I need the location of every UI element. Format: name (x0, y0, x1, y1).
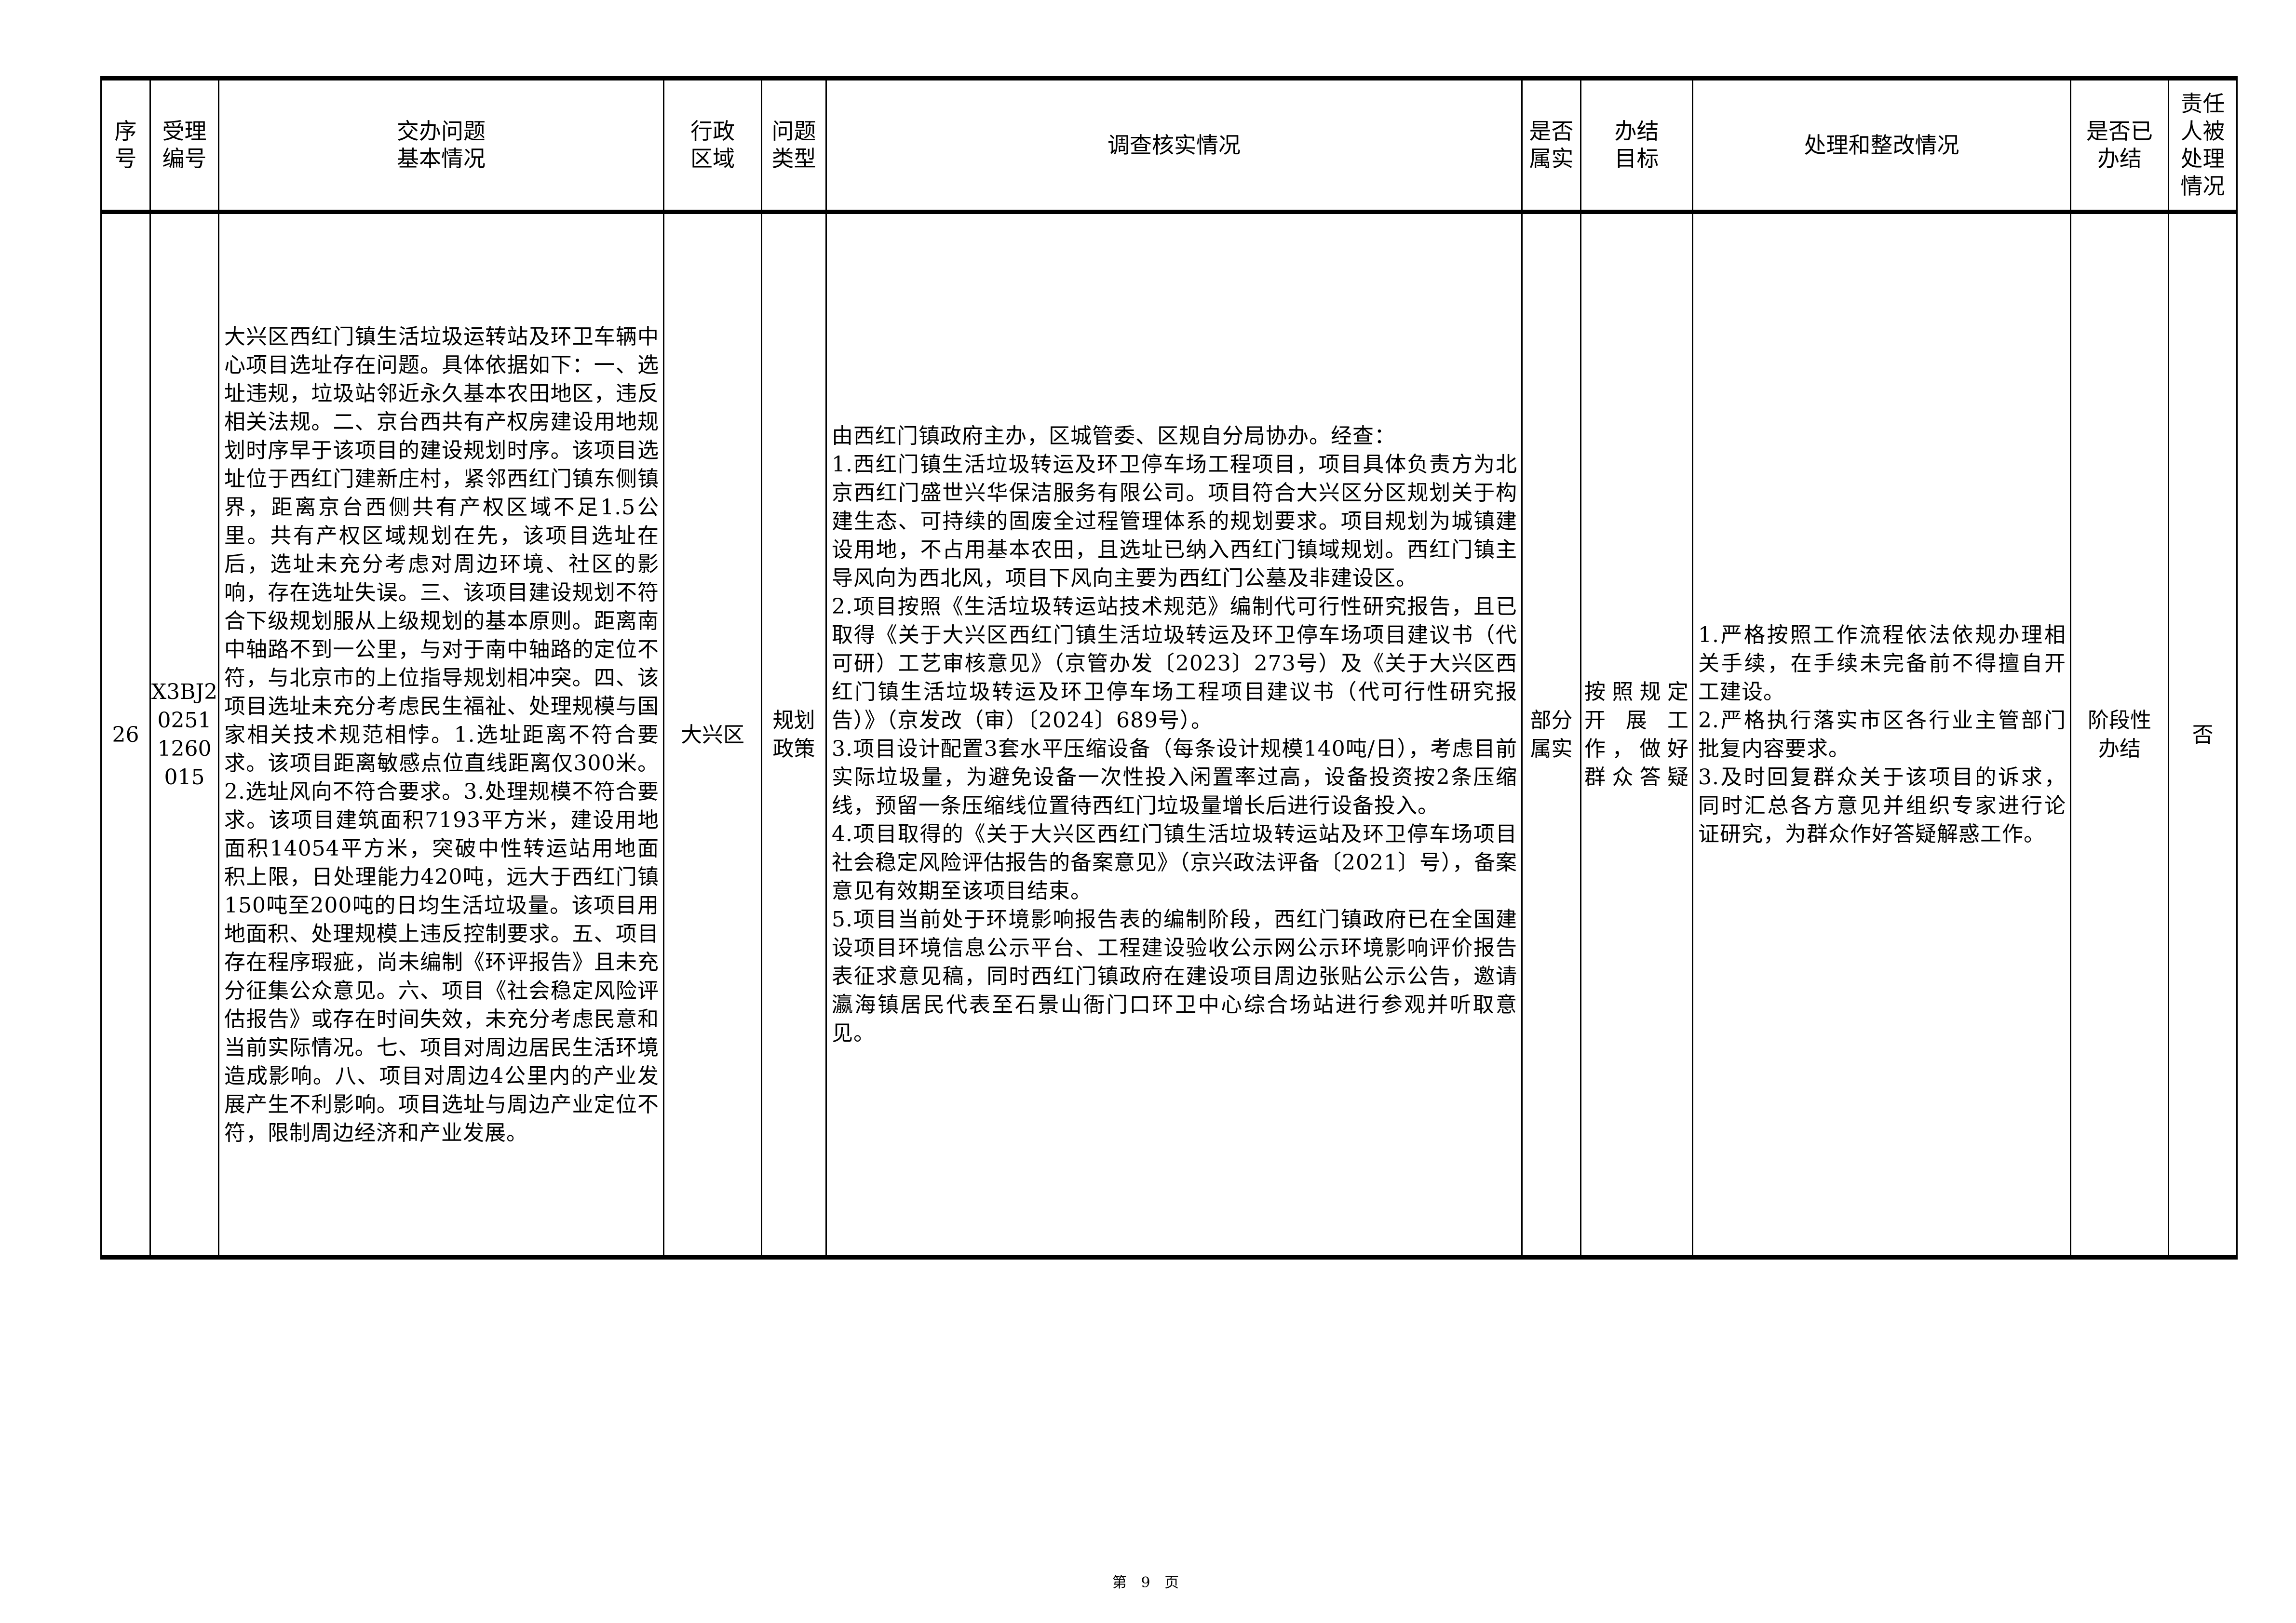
investigation-para: 4.项目取得的《关于大兴区西红门镇生活垃圾转运站及环卫停车场项目社会稳定风险评估… (832, 822, 1517, 903)
header-is-closed: 是否已 办结 (2070, 78, 2169, 214)
header-accountability: 责任 人被 处理 情况 (2168, 78, 2238, 214)
investigation-text: 由西红门镇政府主办，区城管委、区规自分局协办。经查： 1.西红门镇生活垃圾转运及… (827, 422, 1521, 1047)
header-investigation: 调查核实情况 (825, 78, 1523, 214)
table-header-row: 序 号 受理 编号 交办问题 基本情况 行政 区域 问题 类型 (100, 78, 2238, 214)
cell-goal: 按照规定开展工作，做好群众答疑 (1580, 212, 1693, 1258)
investigation-para: 由西红门镇政府主办，区城管委、区规自分局协办。经查： (832, 424, 1396, 448)
cell-accountability: 否 (2168, 212, 2238, 1258)
is-true-text: 部分属实 (1530, 708, 1573, 761)
cell-description: 大兴区西红门镇生活垃圾运转站及环卫车辆中心项目选址存在问题。具体依据如下：一、选… (218, 212, 664, 1258)
header-problem-type: 问题 类型 (761, 78, 827, 214)
header-goal: 办结 目标 (1580, 78, 1693, 214)
action-para: 1.严格按照工作流程依法依规办理相关手续，在手续未完备前不得擅自开工建设。 (1698, 623, 2066, 704)
action-para: 2.严格执行落实市区各行业主管部门批复内容要求。 (1698, 708, 2066, 761)
is-closed-text: 阶段性办结 (2088, 708, 2151, 761)
investigation-para: 5.项目当前处于环境影响报告表的编制阶段，西红门镇政府已在全国建设项目环境信息公… (832, 907, 1517, 1046)
cell-is-closed: 阶段性办结 (2070, 212, 2169, 1258)
action-text: 1.严格按照工作流程依法依规办理相关手续，在手续未完备前不得擅自开工建设。 2.… (1693, 621, 2070, 848)
header-action: 处理和整改情况 (1692, 78, 2071, 214)
goal-text: 按照规定开展工作，做好群众答疑 (1584, 680, 1689, 790)
investigation-para: 3.项目设计配置3套水平压缩设备（每条设计规模140吨/日），考虑目前实际垃圾量… (832, 737, 1517, 818)
problem-type-text: 规划政策 (772, 708, 815, 761)
cell-is-true: 部分属实 (1521, 212, 1581, 1258)
description-text: 大兴区西红门镇生活垃圾运转站及环卫车辆中心项目选址存在问题。具体依据如下：一、选… (224, 324, 659, 1145)
investigation-para: 2.项目按照《生活垃圾转运站技术规范》编制代可行性研究报告，且已取得《关于大兴区… (832, 594, 1517, 733)
header-seq: 序 号 (100, 78, 151, 214)
cell-seq: 26 (100, 212, 151, 1258)
header-case-no: 受理 编号 (149, 78, 219, 214)
cell-problem-type: 规划政策 (761, 212, 827, 1258)
page-number: 第 9 页 (1112, 1574, 1184, 1591)
case-table: 序 号 受理 编号 交办问题 基本情况 行政 区域 问题 类型 (100, 76, 2238, 1260)
table-row: 26 X3BJ202511260015 大兴区西红门镇生活垃圾运转站及环卫车辆中… (100, 212, 2238, 1258)
header-district: 行政 区域 (663, 78, 762, 214)
investigation-para: 1.西红门镇生活垃圾转运及环卫停车场工程项目，项目具体负责方为北京西红门盛世兴华… (832, 452, 1517, 590)
cell-case-no: X3BJ202511260015 (149, 212, 219, 1258)
action-para: 3.及时回复群众关于该项目的诉求，同时汇总各方意见并组织专家进行论证研究，为群众… (1698, 765, 2066, 846)
cell-action: 1.严格按照工作流程依法依规办理相关手续，在手续未完备前不得擅自开工建设。 2.… (1692, 212, 2071, 1258)
cell-investigation: 由西红门镇政府主办，区城管委、区规自分局协办。经查： 1.西红门镇生活垃圾转运及… (825, 212, 1523, 1258)
cell-district: 大兴区 (663, 212, 762, 1258)
header-is-true: 是否 属实 (1521, 78, 1581, 214)
header-description: 交办问题 基本情况 (218, 78, 664, 214)
